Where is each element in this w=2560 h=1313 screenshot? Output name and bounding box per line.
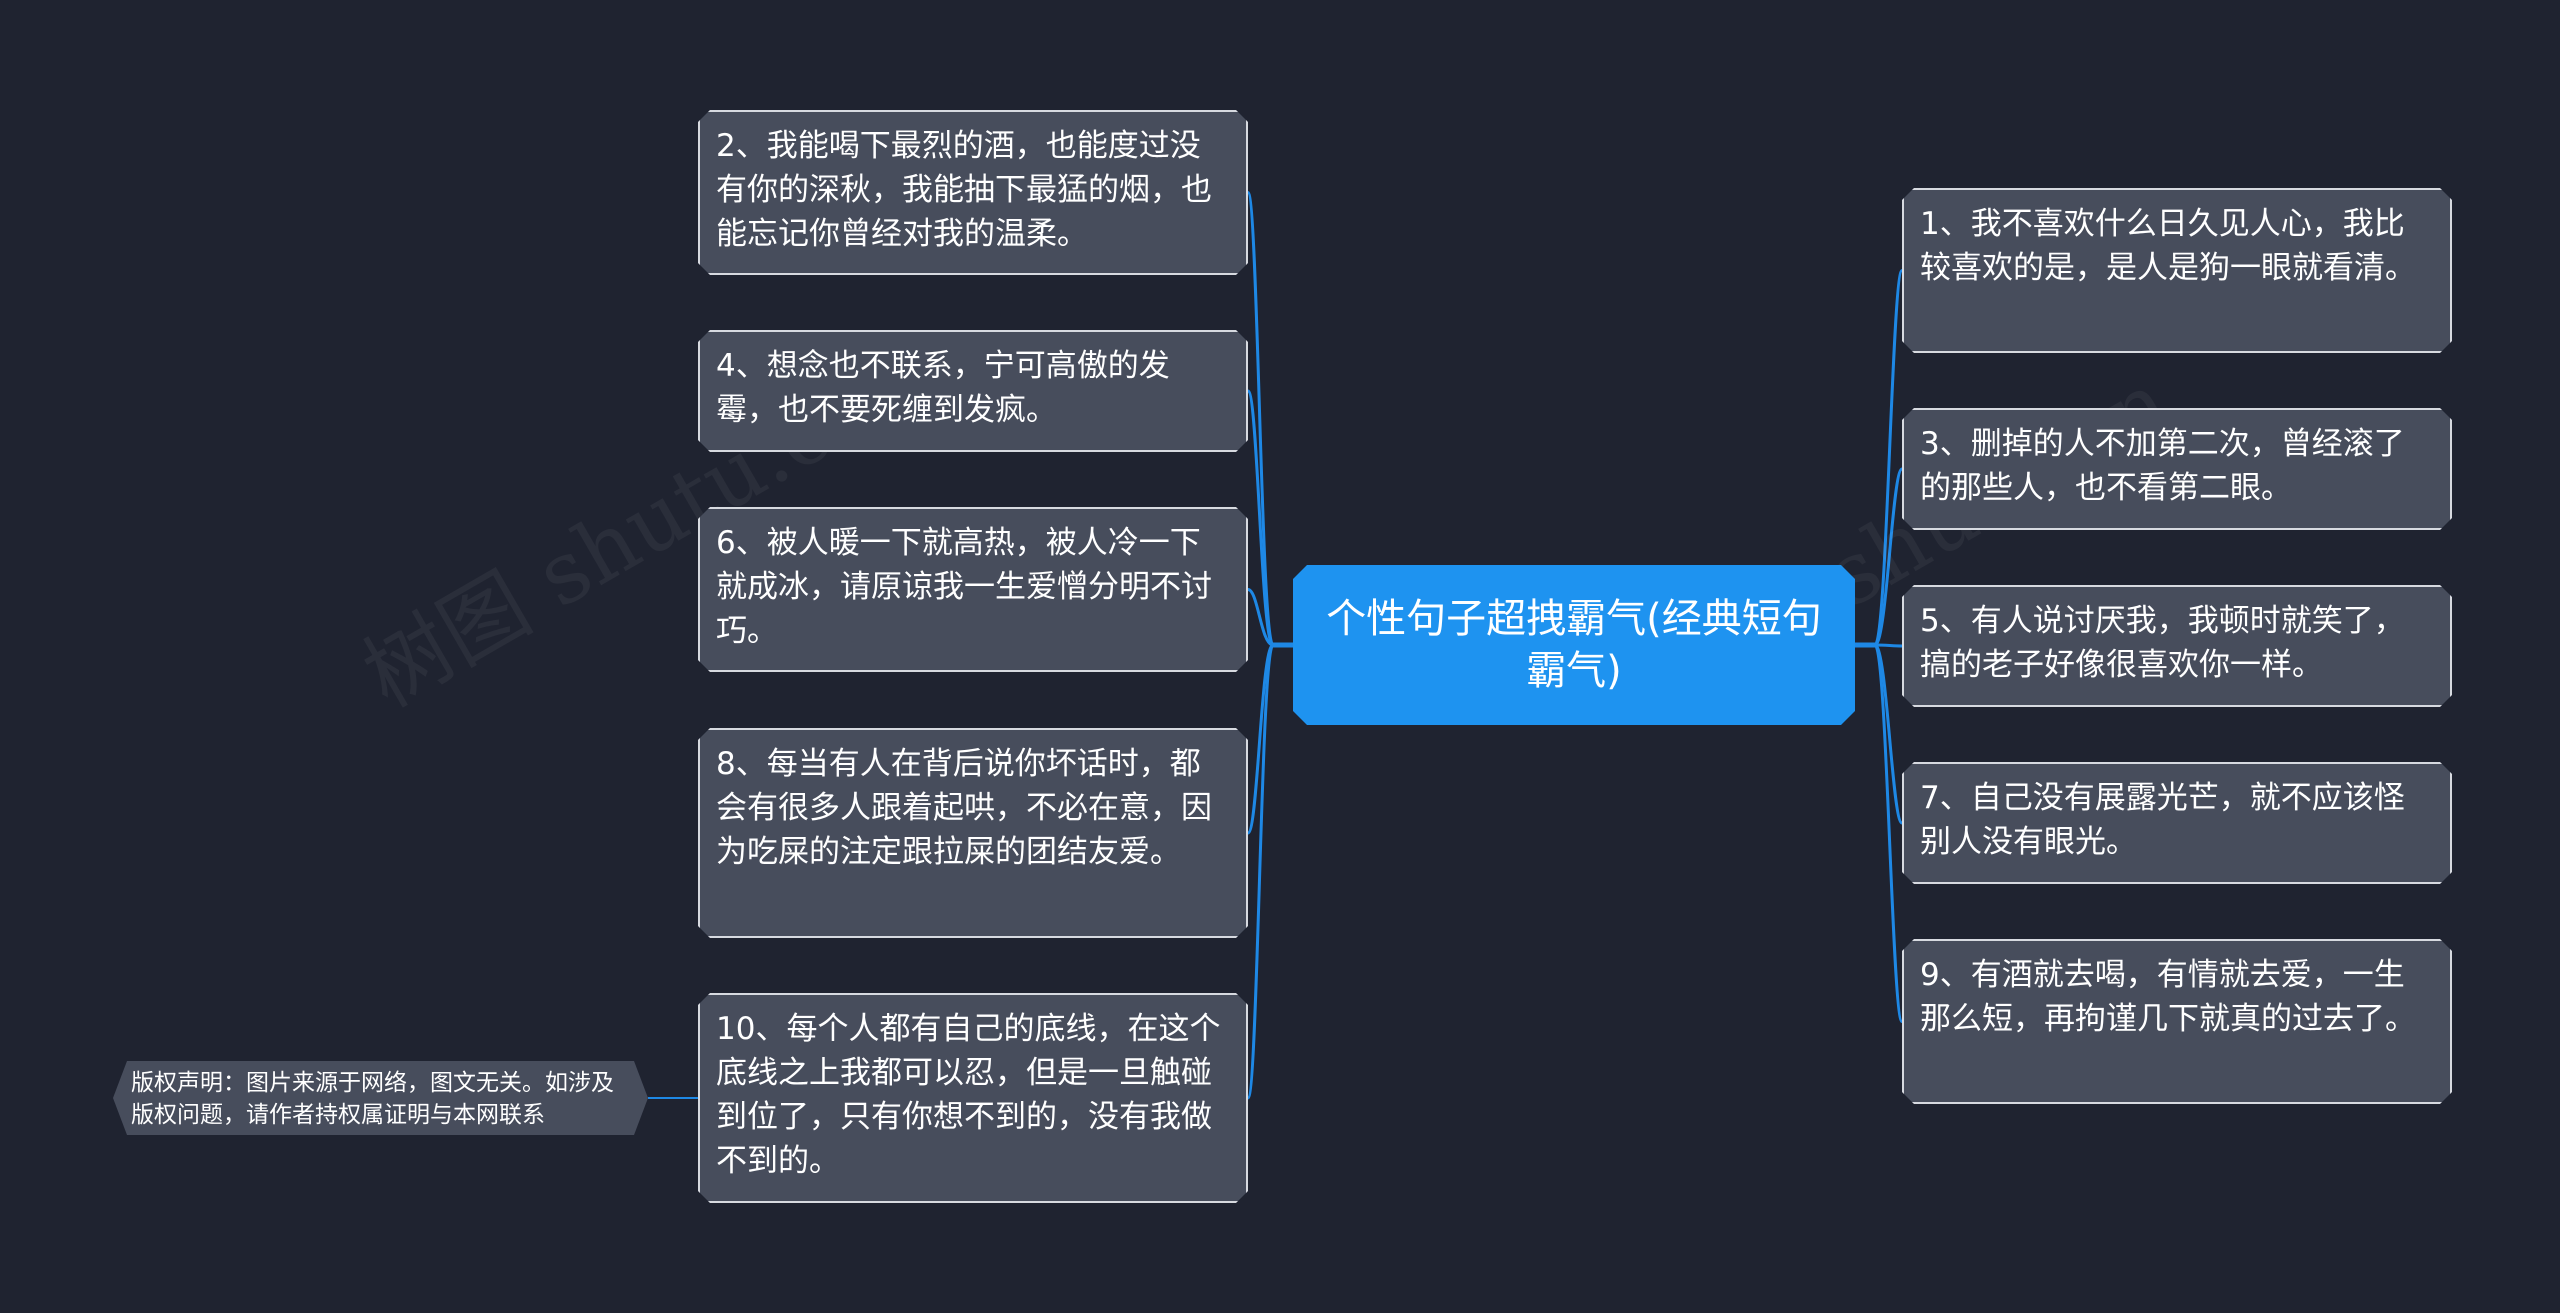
branch-node-7[interactable]: 7、自己没有展露光芒，就不应该怪别人没有眼光。 — [1902, 762, 2452, 884]
root-topic-label: 个性句子超拽霸气(经典短句霸气) — [1326, 596, 1822, 694]
branch-node-label: 2、我能喝下最烈的酒，也能度过没有你的深秋，我能抽下最猛的烟，也能忘记你曾经对我… — [716, 128, 1212, 252]
branch-node-label: 9、有酒就去喝，有情就去爱，一生那么短，再拘谨几下就真的过去了。 — [1920, 957, 2416, 1037]
branch-node-label: 7、自己没有展露光芒，就不应该怪别人没有眼光。 — [1920, 780, 2405, 860]
branch-node-label: 8、每当有人在背后说你坏话时，都会有很多人跟着起哄，不必在意，因为吃屎的注定跟拉… — [716, 746, 1212, 870]
branch-node-8[interactable]: 8、每当有人在背后说你坏话时，都会有很多人跟着起哄，不必在意，因为吃屎的注定跟拉… — [698, 728, 1248, 938]
branch-node-2[interactable]: 2、我能喝下最烈的酒，也能度过没有你的深秋，我能抽下最猛的烟，也能忘记你曾经对我… — [698, 110, 1248, 275]
branch-node-9[interactable]: 9、有酒就去喝，有情就去爱，一生那么短，再拘谨几下就真的过去了。 — [1902, 939, 2452, 1104]
connector-line — [1246, 643, 1275, 1100]
branch-node-label: 10、每个人都有自己的底线，在这个底线之上我都可以忍，但是一旦触碰到位了，只有你… — [716, 1011, 1221, 1179]
copyright-notice-label: 版权声明：图片来源于网络，图文无关。如涉及版权问题，请作者持权属证明与本网联系 — [131, 1070, 614, 1128]
branch-node-4[interactable]: 4、想念也不联系，宁可高傲的发霉，也不要死缠到发疯。 — [698, 330, 1248, 452]
connector-line — [1873, 643, 1904, 1023]
copyright-notice: 版权声明：图片来源于网络，图文无关。如涉及版权问题，请作者持权属证明与本网联系 — [113, 1061, 648, 1135]
connector-line — [1873, 467, 1904, 647]
connector-line — [1874, 643, 1903, 648]
branch-node-label: 4、想念也不联系，宁可高傲的发霉，也不要死缠到发疯。 — [716, 348, 1170, 428]
branch-node-3[interactable]: 3、删掉的人不加第二次，曾经滚了的那些人，也不看第二眼。 — [1902, 408, 2452, 530]
branch-node-label: 3、删掉的人不加第二次，曾经滚了的那些人，也不看第二眼。 — [1920, 426, 2405, 506]
branch-node-1[interactable]: 1、我不喜欢什么日久见人心，我比较喜欢的是，是人是狗一眼就看清。 — [1902, 188, 2452, 353]
branch-node-6[interactable]: 6、被人暖一下就高热，被人冷一下就成冰，请原谅我一生爱憎分明不讨巧。 — [698, 507, 1248, 672]
branch-node-5[interactable]: 5、有人说讨厌我，我顿时就笑了，搞的老子好像很喜欢你一样。 — [1902, 585, 2452, 707]
connector-line — [1246, 389, 1275, 647]
branch-node-10[interactable]: 10、每个人都有自己的底线，在这个底线之上我都可以忍，但是一旦触碰到位了，只有你… — [698, 993, 1248, 1203]
root-topic[interactable]: 个性句子超拽霸气(经典短句霸气) — [1293, 565, 1855, 725]
branch-node-label: 6、被人暖一下就高热，被人冷一下就成冰，请原谅我一生爱憎分明不讨巧。 — [716, 525, 1212, 649]
connector-line — [1247, 588, 1274, 647]
connector-line — [1246, 191, 1275, 647]
branch-node-label: 5、有人说讨厌我，我顿时就笑了，搞的老子好像很喜欢你一样。 — [1920, 603, 2405, 683]
connector-line — [1873, 269, 1904, 647]
branch-node-label: 1、我不喜欢什么日久见人心，我比较喜欢的是，是人是狗一眼就看清。 — [1920, 206, 2416, 286]
